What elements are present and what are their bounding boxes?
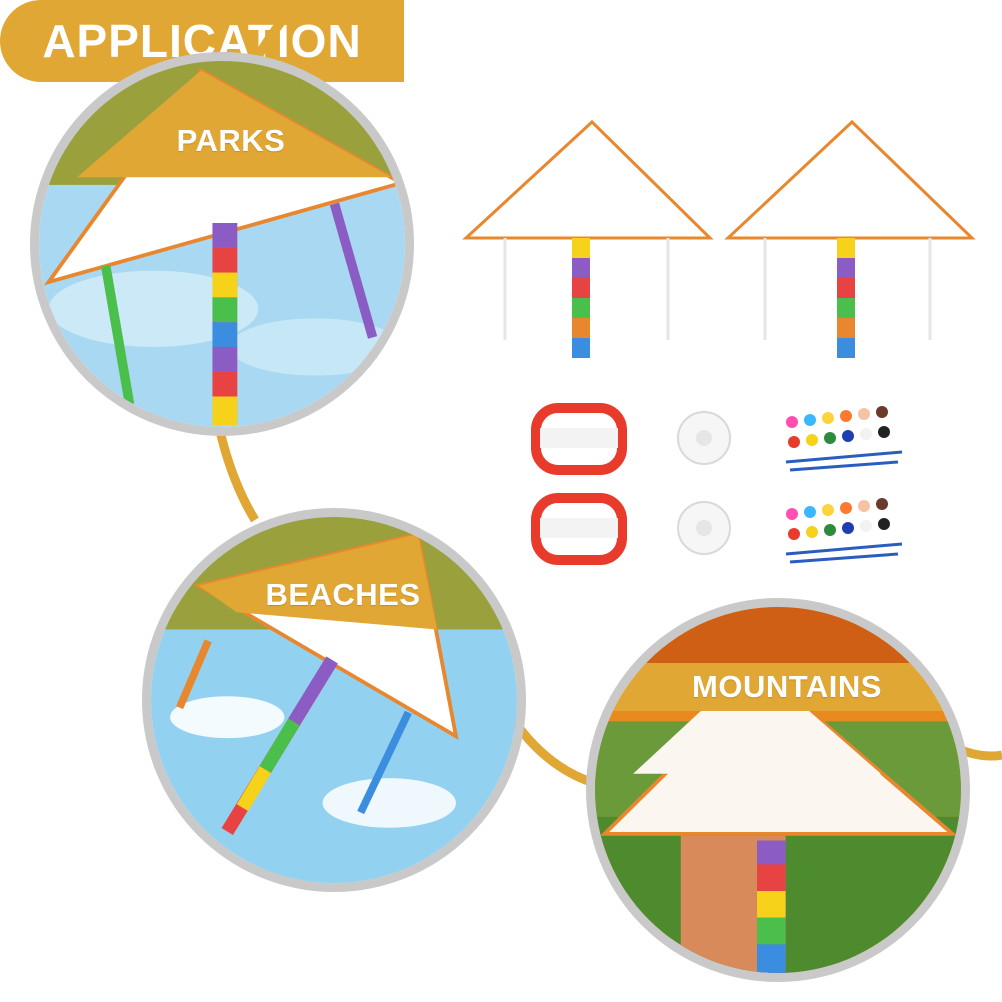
paint-palette-1 xyxy=(677,411,731,465)
parks-scene: PARKS xyxy=(30,52,414,436)
line-winder-2 xyxy=(531,493,627,565)
kite-1 xyxy=(462,119,714,358)
paint-palette-2 xyxy=(677,501,731,555)
parks-tails xyxy=(101,202,378,426)
paint-set-1 xyxy=(785,406,903,472)
beaches-tails xyxy=(176,639,412,836)
beaches-photo xyxy=(151,517,517,883)
product-illustration xyxy=(462,119,976,565)
beaches-scene: BEACHES xyxy=(142,508,526,892)
paint-set-2 xyxy=(785,498,903,564)
parks-label: PARKS xyxy=(176,123,286,158)
kite-2 xyxy=(724,119,976,358)
mountains-photo xyxy=(595,607,961,973)
parks-photo xyxy=(39,61,405,427)
product-set xyxy=(460,110,980,580)
beaches-label: BEACHES xyxy=(265,577,421,612)
mountains-label: MOUNTAINS xyxy=(595,663,961,711)
mountains-scene: MOUNTAINS xyxy=(586,598,970,982)
line-winder-1 xyxy=(531,403,627,475)
